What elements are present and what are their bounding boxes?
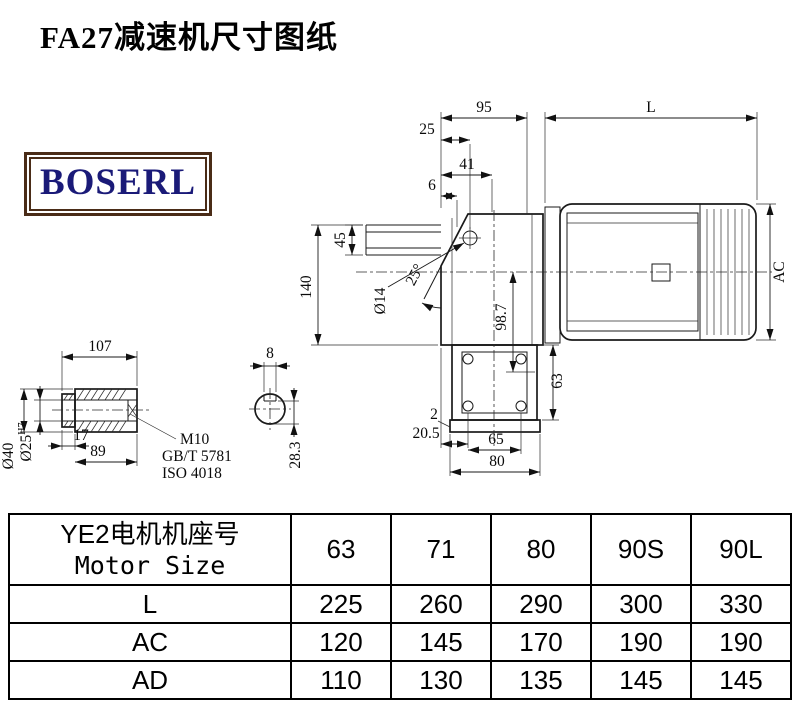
table-row-AC: AC 120 145 170 190 190 [8, 622, 792, 662]
row-label-L: L [8, 584, 292, 624]
dimension-8: 8 [250, 345, 290, 392]
note-iso4018-label: ISO 4018 [162, 465, 222, 482]
dim-20-5-label: 20.5 [412, 425, 439, 442]
table-cell: 120 [290, 622, 392, 662]
dimension-17: 17 [48, 427, 89, 450]
table-cell: 145 [590, 660, 692, 700]
boserl-logo-frame: BOSERL [29, 157, 207, 211]
dim-80-label: 80 [489, 453, 505, 470]
gearbox-housing [423, 213, 544, 346]
boserl-logo: BOSERL [24, 152, 212, 216]
dimension-table: YE2电机机座号 Motor Size 63 71 80 90S 90L L 2… [8, 513, 792, 700]
dimension-L: L [544, 99, 758, 203]
table-cell: 130 [390, 660, 492, 700]
page-title: FA27减速机尺寸图纸 [40, 20, 339, 55]
motor-size-label-cn: YE2电机机座号 [60, 518, 240, 549]
output-flange-edge-lines [365, 224, 441, 256]
dimension-95: 95 [440, 99, 528, 214]
table-cell: 145 [690, 660, 792, 700]
table-cell: 300 [590, 584, 692, 624]
dia-40-label: Ø40 [0, 442, 17, 469]
dia-14-label: Ø14 [372, 287, 389, 314]
table-cell: 190 [690, 622, 792, 662]
dia-25h7-label: Ø25H7 [17, 423, 35, 462]
table-row-L: L 225 260 290 300 330 [8, 584, 792, 624]
motor-size-header-cell: YE2电机机座号 Motor Size [8, 513, 292, 586]
dimension-6: 6 [428, 177, 458, 227]
dim-98-7-label: 98.7 [493, 303, 510, 330]
row-label-AD: AD [8, 660, 292, 700]
motor-size-71: 71 [390, 513, 492, 586]
dim-107-label: 107 [88, 338, 112, 355]
table-row-header: YE2电机机座号 Motor Size 63 71 80 90S 90L [8, 513, 792, 586]
motor-size-label-en: Motor Size [74, 551, 226, 581]
dim-41-label: 41 [459, 156, 475, 173]
dimension-41: 41 [441, 156, 493, 212]
motor-size-90l: 90L [690, 513, 792, 586]
dimension-45: 45 [332, 224, 363, 256]
table-row-AD: AD 110 130 135 145 145 [8, 660, 792, 700]
table-cell: 225 [290, 584, 392, 624]
dimension-28-3: 28.3 [272, 388, 304, 469]
dimension-107: 107 [61, 338, 138, 391]
dim-45-label: 45 [332, 232, 349, 248]
dimension-AC: AC [756, 203, 788, 341]
dim-28-3-label: 28.3 [287, 441, 304, 468]
dim-65-label: 65 [488, 431, 504, 448]
dim-2-label: 2 [430, 406, 438, 423]
angle-25deg-label: 25° [402, 261, 427, 288]
dimension-65: 65 [468, 413, 522, 454]
dimension-20-5: 20.5 [412, 348, 469, 448]
angle-dimension-25deg: 25° [402, 261, 442, 312]
motor-size-80: 80 [490, 513, 592, 586]
dim-25-top-label: 25 [419, 121, 435, 138]
dimension-80: 80 [449, 434, 541, 476]
technical-drawing: 25° 95 L 25 41 6 [0, 99, 788, 482]
dimension-dia40: Ø40 [0, 388, 73, 469]
table-cell: 290 [490, 584, 592, 624]
dim-6-label: 6 [428, 177, 436, 194]
table-cell: 145 [390, 622, 492, 662]
gearbox-lower-housing [449, 210, 541, 446]
dim-17-label: 17 [73, 427, 89, 444]
thread-notes: M10 GB/T 5781 ISO 4018 [129, 413, 232, 482]
dimension-dia25h7: Ø25H7 [17, 386, 62, 461]
dimension-dia14: Ø14 [372, 242, 465, 314]
table-cell: 170 [490, 622, 592, 662]
table-cell: 110 [290, 660, 392, 700]
dim-L-label: L [646, 99, 655, 116]
motor-size-63: 63 [290, 513, 392, 586]
table-cell: 190 [590, 622, 692, 662]
dimension-63: 63 [539, 344, 566, 421]
table-cell: 330 [690, 584, 792, 624]
shaft-cross-section [249, 388, 291, 430]
dimension-25-top: 25 [419, 121, 471, 229]
dim-95-label: 95 [476, 99, 492, 116]
table-cell: 135 [490, 660, 592, 700]
row-label-AC: AC [8, 622, 292, 662]
dim-63-label: 63 [549, 373, 566, 389]
note-gbt5781-label: GB/T 5781 [162, 448, 232, 465]
dimension-89: 89 [75, 434, 138, 466]
motor [356, 203, 772, 344]
boserl-logo-text: BOSERL [39, 162, 197, 203]
motor-size-90s: 90S [590, 513, 692, 586]
note-m10-label: M10 [180, 431, 210, 448]
dimension-140: 140 [298, 224, 438, 346]
dimension-2: 2 [430, 406, 451, 428]
table-cell: 260 [390, 584, 492, 624]
hollow-shaft-part [52, 388, 152, 433]
dim-AC-label: AC [771, 261, 788, 283]
dimension-98-7: 98.7 [493, 272, 535, 373]
dim-140-label: 140 [298, 275, 315, 299]
dim-89-label: 89 [90, 443, 106, 460]
dim-8-label: 8 [266, 345, 274, 362]
